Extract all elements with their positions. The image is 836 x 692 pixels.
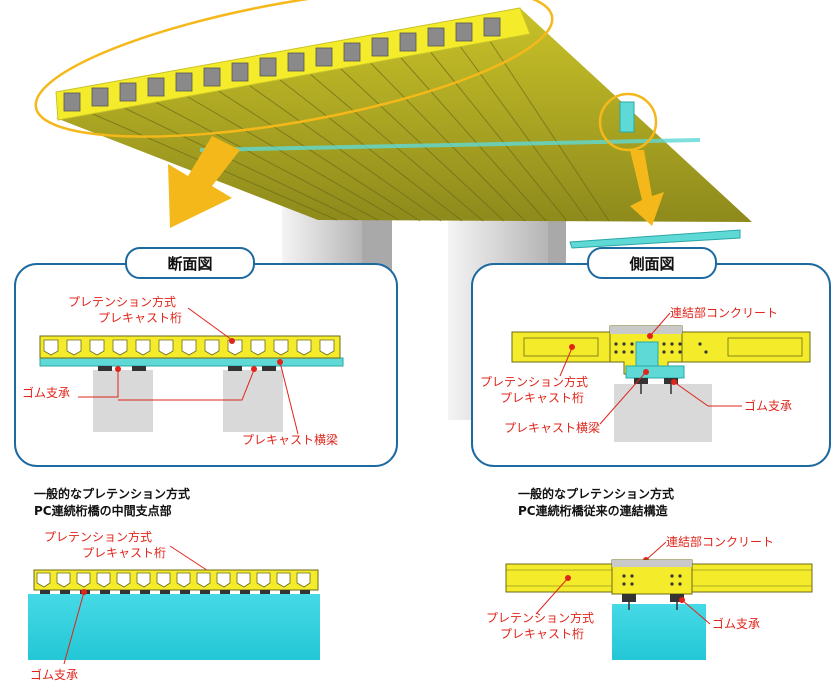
heading-bl-2: PC連続桁橋の中間支点部 (34, 503, 172, 518)
highlight-circle-right (598, 92, 658, 152)
panel-title-side-view: 側面図 (628, 255, 674, 273)
panel-title-cross-section: 断面図 (167, 255, 212, 273)
girder-hollows-3d (63, 17, 501, 112)
panel-side-view: 側面図 連結部コンクリート プレテンション方式 プレキャスト (471, 247, 831, 467)
bottom-right-diagram: 一般的なプレテンション方式 PC連続桁橋従来の連結構造 連結部コンクリート プレ… (486, 486, 813, 660)
arrow-to-side-view (630, 150, 664, 226)
label-br-girder-type: プレテンション方式 (486, 610, 594, 625)
girder-row-cross-section (39, 335, 341, 359)
label-rubber-bearing-side: ゴム支承 (744, 398, 792, 413)
label-rubber-bearing: ゴム支承 (22, 385, 70, 400)
label-br-joint-concrete: 連結部コンクリート (666, 534, 774, 549)
label-precast-crossbeam: プレキャスト横梁 (242, 432, 338, 447)
support-block-br (612, 604, 706, 660)
label-precast-girder-side: プレキャスト桁 (500, 391, 584, 405)
label-girder-type-side: プレテンション方式 (480, 374, 588, 389)
heading-bl-1: 一般的なプレテンション方式 (34, 486, 190, 501)
panel-cross-section: 断面図 (14, 247, 398, 467)
label-precast-crossbeam-side: プレキャスト横梁 (504, 420, 600, 435)
arrow-to-cross-section (168, 136, 240, 228)
deck-underside (56, 8, 752, 222)
highlight-ellipse-left (34, 0, 554, 138)
label-bl-precast-girder: プレキャスト桁 (82, 546, 166, 560)
label-girder-type: プレテンション方式 (68, 294, 176, 309)
label-bl-girder-type: プレテンション方式 (44, 529, 152, 544)
heading-br-2: PC連続桁橋従来の連結構造 (518, 503, 669, 518)
label-br-rubber-bearing: ゴム支承 (712, 616, 760, 631)
bottom-left-diagram: 一般的なプレテンション方式 PC連続桁橋の中間支点部 プレテンション方式 プレキ… (28, 486, 320, 682)
heading-br-1: 一般的なプレテンション方式 (518, 486, 674, 501)
support-block-bl (28, 594, 320, 660)
label-precast-girder: プレキャスト桁 (98, 311, 182, 325)
label-br-precast-girder: プレキャスト桁 (500, 627, 584, 641)
label-joint-concrete: 連結部コンクリート (670, 305, 778, 320)
label-bl-rubber-bearing: ゴム支承 (30, 667, 78, 682)
